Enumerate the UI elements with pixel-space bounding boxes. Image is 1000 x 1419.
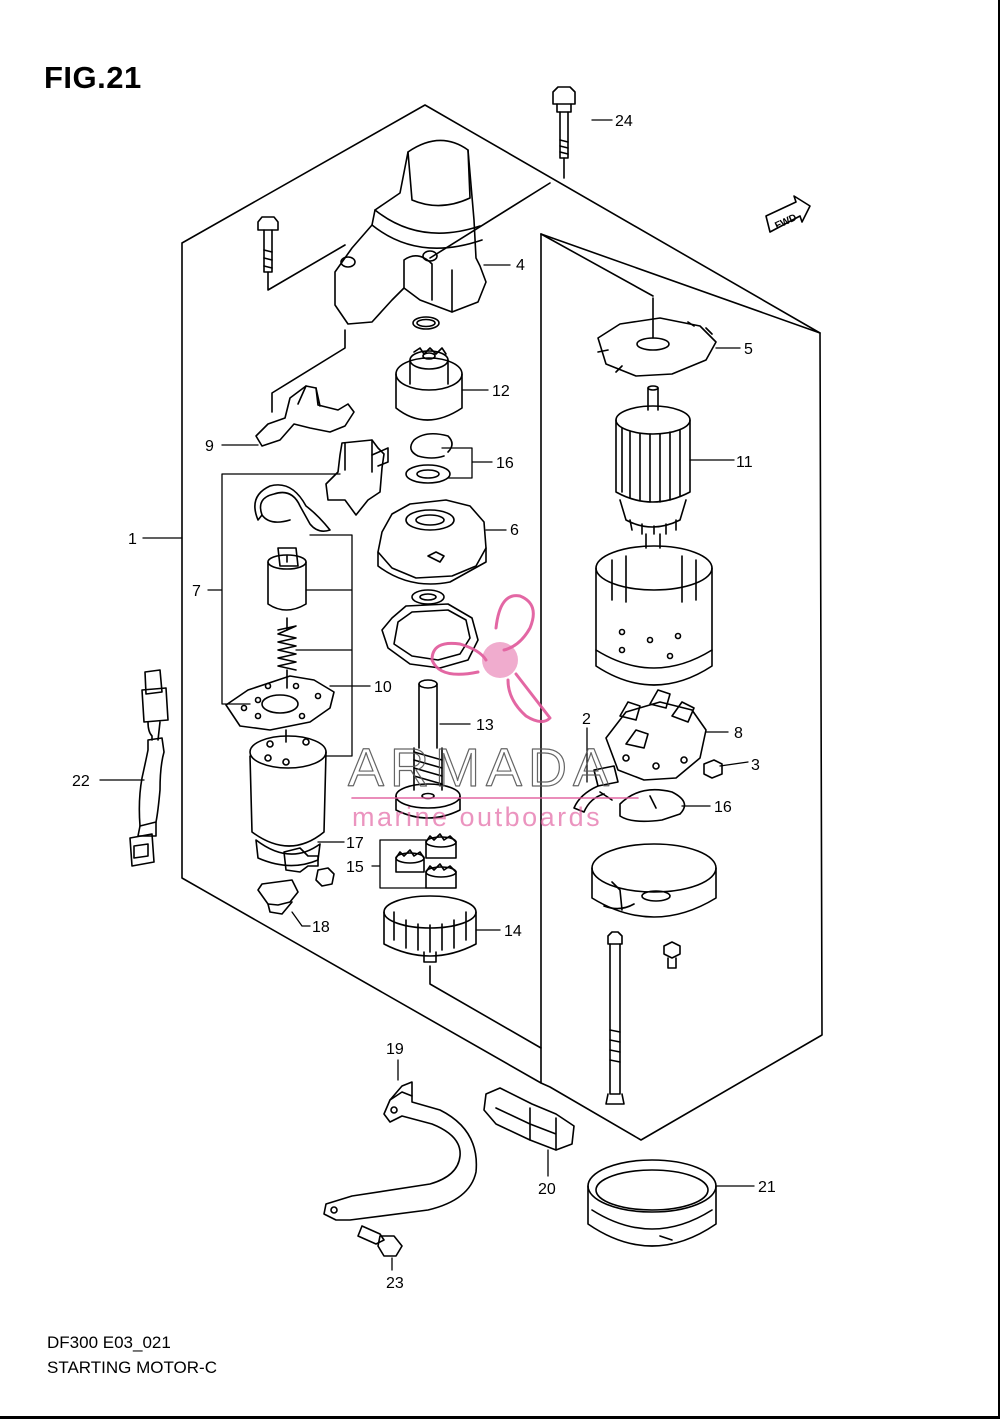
watermark-tagline: marine outboards: [352, 802, 602, 832]
lead-wire-22: [129, 669, 169, 867]
through-bolt: [605, 931, 625, 1105]
callout-2: 2: [582, 711, 591, 728]
brush-holder-8: [605, 689, 707, 781]
callout-24: 24: [615, 113, 633, 130]
callout-21: 21: [758, 1179, 776, 1196]
callout-3: 3: [751, 757, 760, 774]
ring-gear-14: [383, 895, 542, 1049]
callout-6: 6: [510, 522, 519, 539]
shim-plate-5: [540, 233, 717, 377]
end-cover: [591, 843, 717, 918]
solenoid-plate-10: [225, 675, 335, 731]
field-frame: [595, 545, 713, 686]
drive-lever-9: [255, 329, 355, 447]
figure-title: FIG.21: [44, 60, 142, 95]
solenoid-plunger-group: [254, 439, 389, 689]
callout-16-upper: 16: [496, 455, 514, 472]
watermark: ARMADA marine outboards: [347, 594, 639, 832]
rubber-band-21: [587, 1159, 717, 1247]
callout-17: 17: [346, 835, 364, 852]
bolt-24: [552, 86, 576, 179]
callout-numbers: 1 2 3 4 5 6 7 8 9 10 11 12 13 14 15 16 1…: [72, 113, 776, 1292]
callout-9: 9: [205, 438, 214, 455]
rubber-cushion-20: [483, 1087, 575, 1151]
gear-housing-6: [377, 499, 487, 585]
callout-8: 8: [734, 725, 743, 742]
solenoid-housing-4: [334, 139, 487, 325]
callout-5: 5: [744, 341, 753, 358]
solenoid-screw: [257, 216, 346, 291]
planetary-gears-15: [395, 833, 457, 889]
end-cover-screw: [663, 941, 681, 969]
figure-name: STARTING MOTOR-C: [47, 1358, 217, 1377]
mounting-band-19: [323, 1081, 478, 1221]
callout-14: 14: [504, 923, 522, 940]
armature-11: [615, 385, 691, 549]
callout-16-lower: 16: [714, 799, 732, 816]
callout-10: 10: [374, 679, 392, 696]
callout-19: 19: [386, 1041, 404, 1058]
snap-ring-16-upper: [405, 432, 453, 484]
washer-and-gasket: [381, 589, 479, 669]
clip-18: [257, 879, 299, 915]
assembly-outline: [181, 104, 823, 1141]
callout-22: 22: [72, 773, 90, 790]
callout-13: 13: [476, 717, 494, 734]
callout-23: 23: [386, 1275, 404, 1292]
callout-7: 7: [192, 583, 201, 600]
fwd-direction-arrow: FWD: [765, 195, 811, 233]
assembly-inner-edge: [540, 233, 821, 334]
snap-ring: [412, 316, 440, 330]
pinion-12: [395, 347, 463, 421]
callout-1: 1: [128, 531, 137, 548]
leader-bolt24-to-solenoid: [429, 182, 551, 259]
snap-ring-16-lower: [619, 788, 686, 823]
callout-leaders: [99, 119, 755, 1271]
callout-15: 15: [346, 859, 364, 876]
callout-20: 20: [538, 1181, 556, 1198]
callout-12: 12: [492, 383, 510, 400]
callout-18: 18: [312, 919, 330, 936]
frame-bottom-border: [0, 1416, 1000, 1419]
callout-4: 4: [516, 257, 525, 274]
bolt-23: [357, 1225, 403, 1257]
terminal-17: [283, 847, 335, 887]
figure-code: DF300 E03_021: [47, 1333, 171, 1352]
callout-11: 11: [736, 454, 753, 471]
watermark-propeller-icon: [430, 594, 552, 723]
frame-right-border: [998, 0, 1000, 1419]
nut-3: [703, 759, 723, 779]
watermark-brand: ARMADA: [348, 738, 615, 798]
solenoid-coil-body: [249, 729, 327, 867]
